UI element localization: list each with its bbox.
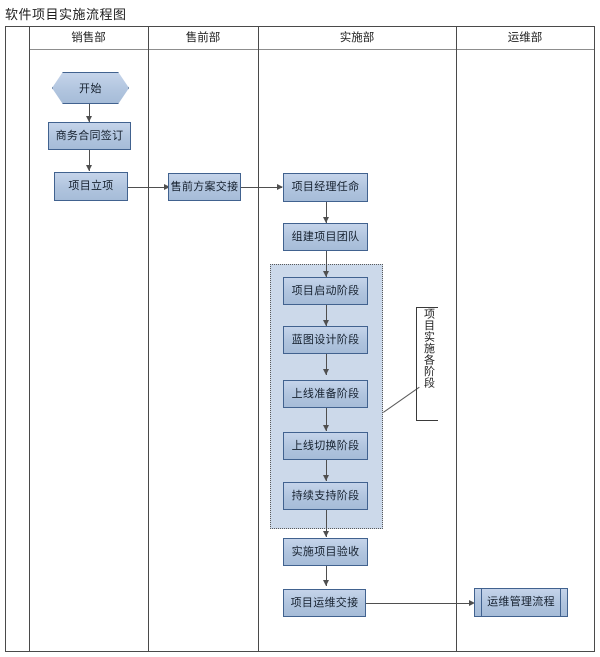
arrowhead-build-team [322, 217, 329, 223]
node-phase-golive-prep[interactable]: 上线准备阶段 [283, 380, 368, 408]
arrowhead-pm-appointment [277, 183, 283, 190]
lane-header-presales: 售前部 [185, 32, 221, 44]
connector-prep-to-switch [326, 408, 327, 431]
node-project-initiation[interactable]: 项目立项 [54, 172, 128, 201]
arrowhead-phase-support [322, 475, 329, 481]
connector-acceptance-to-ops-handover [326, 566, 327, 586]
connector-initiation-to-presales [128, 187, 169, 188]
lane-divider-4 [456, 27, 457, 651]
connector-start-to-contract [89, 101, 90, 122]
node-phase-kickoff[interactable]: 项目启动阶段 [283, 277, 368, 305]
annotation-label: 项目实施各阶段 [422, 308, 435, 389]
arrowhead-acceptance [322, 531, 329, 537]
connector-kickoff-to-blueprint [326, 305, 327, 326]
connector-contract-to-initiation [89, 150, 90, 171]
swimlane-table: 销售部 售前部 实施部 运维部 [5, 26, 595, 652]
annotation-bracket: 项目实施各阶段 [416, 307, 438, 421]
connector-presales-to-pm [240, 187, 282, 188]
arrowhead-phase-kickoff [322, 271, 329, 277]
page-title: 软件项目实施流程图 [5, 7, 127, 22]
arrowhead-phase-golive-prep [322, 369, 329, 375]
lane-divider-1 [29, 27, 30, 651]
connector-support-to-acceptance [326, 510, 327, 537]
lane-divider-3 [258, 27, 259, 651]
node-ops-handover[interactable]: 项目运维交接 [283, 589, 366, 617]
node-pm-appointment[interactable]: 项目经理任命 [283, 173, 368, 202]
connector-team-to-kickoff [326, 251, 327, 277]
connector-pm-to-team [326, 202, 327, 223]
lane-header-operations: 运维部 [507, 32, 543, 44]
arrowhead-ops-handover [322, 580, 329, 586]
lane-divider-2 [148, 27, 149, 651]
node-presales-handover[interactable]: 售前方案交接 [168, 173, 241, 201]
lane-header-implementation: 实施部 [339, 32, 375, 44]
arrowhead-phase-blueprint [322, 320, 329, 326]
node-contract[interactable]: 商务合同签订 [48, 122, 131, 150]
node-start[interactable]: 开始 [52, 72, 129, 104]
node-phase-golive-switch[interactable]: 上线切换阶段 [283, 432, 368, 460]
node-ops-process[interactable]: 运维管理流程 [474, 588, 568, 617]
lane-header-sales: 销售部 [71, 32, 106, 44]
node-phase-support[interactable]: 持续支持阶段 [283, 482, 368, 510]
node-phase-blueprint[interactable]: 蓝图设计阶段 [283, 326, 368, 354]
connector-blueprint-to-prep [326, 354, 327, 375]
arrowhead-initiation [85, 165, 92, 171]
arrowhead-contract [85, 116, 92, 122]
header-divider [29, 49, 594, 50]
connector-switch-to-support [326, 460, 327, 481]
node-acceptance[interactable]: 实施项目验收 [283, 538, 368, 566]
connector-ops-handover-to-ops-process [365, 603, 473, 604]
arrowhead-phase-golive-switch [322, 425, 329, 431]
arrowhead-presales-handover [164, 183, 170, 190]
node-build-team[interactable]: 组建项目团队 [283, 223, 368, 251]
arrowhead-ops-process [469, 599, 475, 606]
